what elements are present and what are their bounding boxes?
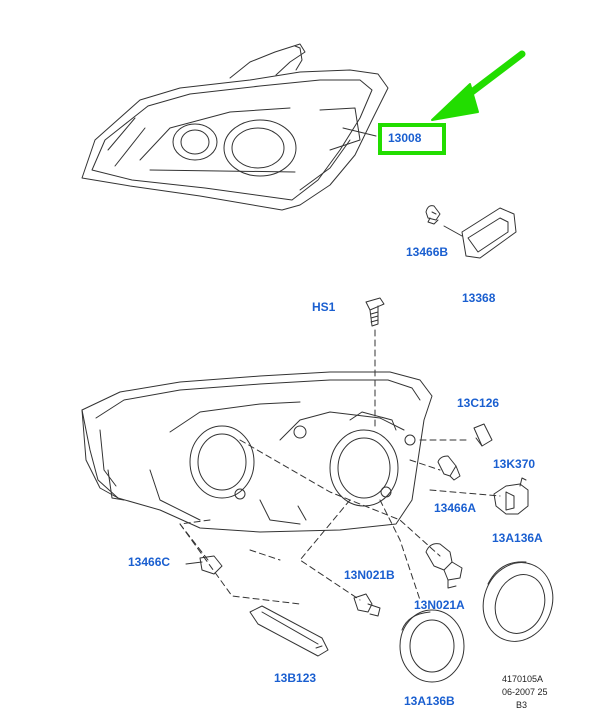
headlamp-housing-exploded (81, 371, 433, 533)
trim-strip (249, 605, 329, 657)
callout-HS1: HS1 (312, 300, 336, 314)
reference-sheet: B3 (516, 700, 528, 710)
callout-13466A: 13466A (434, 501, 477, 515)
cover-bottom (399, 609, 465, 683)
bulb-bottom (353, 593, 381, 617)
headlamp-assembly (81, 43, 389, 211)
bulb-right (437, 455, 461, 481)
callout-13K370: 13K370 (493, 457, 536, 471)
callout-13A136A: 13A136A (492, 531, 543, 545)
callout-13466C: 13466C (128, 555, 171, 569)
callout-13008: 13008 (388, 131, 422, 145)
bulb-left (185, 555, 223, 575)
green-arrow-icon (431, 50, 526, 121)
side-marker-lamp (443, 207, 517, 259)
callout-13N021A: 13N021A (414, 598, 465, 612)
callout-13N021B: 13N021B (344, 568, 395, 582)
reference-date: 06-2007 25 (502, 687, 548, 697)
socket-right (493, 477, 529, 515)
small-bulb-top (425, 205, 441, 225)
reference-code: 4170105A (502, 674, 544, 684)
callout-13B123: 13B123 (274, 671, 317, 685)
cover-right (482, 561, 554, 642)
dashed-leaders (179, 439, 501, 605)
screw-part (365, 297, 385, 327)
main-bulb (425, 543, 463, 589)
callout-13368: 13368 (462, 291, 496, 305)
small-cap-bulb (473, 423, 493, 447)
highlight-box (378, 123, 446, 155)
callout-13466B: 13466B (406, 245, 449, 259)
callout-13C126: 13C126 (457, 396, 500, 410)
callout-13A136B: 13A136B (404, 694, 455, 708)
